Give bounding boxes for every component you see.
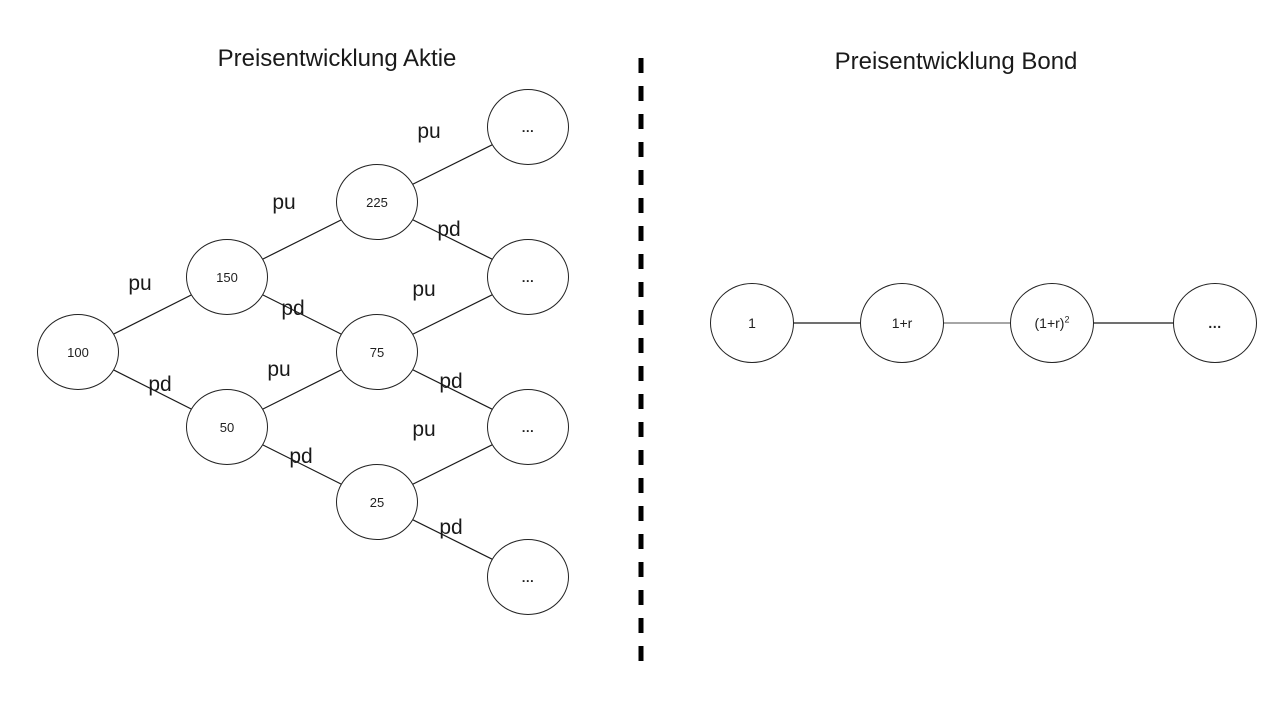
aktie-node-50-label: 50 [219,419,235,435]
aktie-node-225-label: 225 [366,194,388,210]
bond-node-1plusr: 1+r [860,283,944,363]
edge-label-pu-225-dots: pu [417,120,441,143]
edge-label-pd-25-dots: pd [439,516,463,539]
aktie-tree-edges [77,126,529,578]
ellipsis-label: … [521,269,535,285]
bond-node-1plusr-squared-label: (1+r)2 [1034,314,1070,331]
exponent: 2 [1064,314,1070,325]
aktie-section-title: Preisentwicklung Aktie [217,45,457,72]
ellipsis-label: … [521,419,535,435]
aktie-node-50: 50 [186,389,268,465]
aktie-node-ellipsis-4: … [487,539,569,615]
edge-label-pu-25-dots: pu [412,418,436,441]
edge-label-pd-225-dots: pd [437,218,461,241]
aktie-node-ellipsis-1: … [487,89,569,165]
aktie-node-225: 225 [336,164,418,240]
bond-node-1plusr-label: 1+r [891,315,913,331]
aktie-node-25-label: 25 [369,494,385,510]
edge-label-pd-100-50: pd [148,373,172,396]
edge-label-pd-50-25: pd [289,445,313,468]
bond-section-title: Preisentwicklung Bond [834,48,1078,75]
bond-node-ellipsis: … [1173,283,1257,363]
aktie-node-ellipsis-2: … [487,239,569,315]
edge-label-pu-75-dots: pu [412,278,436,301]
aktie-node-150: 150 [186,239,268,315]
ellipsis-label: … [521,569,535,585]
edge-label-pu-150-225: pu [272,191,296,214]
ellipsis-label: … [1207,315,1223,331]
ellipsis-label: … [521,119,535,135]
bond-node-1plusr-squared: (1+r)2 [1010,283,1094,363]
aktie-node-75: 75 [336,314,418,390]
edge-label-pd-75-dots: pd [439,370,463,393]
bond-node-1: 1 [710,283,794,363]
edge-label-pu-50-75: pu [267,358,291,381]
aktie-node-150-label: 150 [216,269,238,285]
aktie-node-100: 100 [37,314,119,390]
edge-label-pu-100-150: pu [128,272,152,295]
aktie-node-25: 25 [336,464,418,540]
aktie-node-ellipsis-3: … [487,389,569,465]
aktie-node-75-label: 75 [369,344,385,360]
bond-node-1-label: 1 [748,315,756,331]
aktie-node-100-label: 100 [67,344,89,360]
edge-label-pd-150-75: pd [281,297,305,320]
